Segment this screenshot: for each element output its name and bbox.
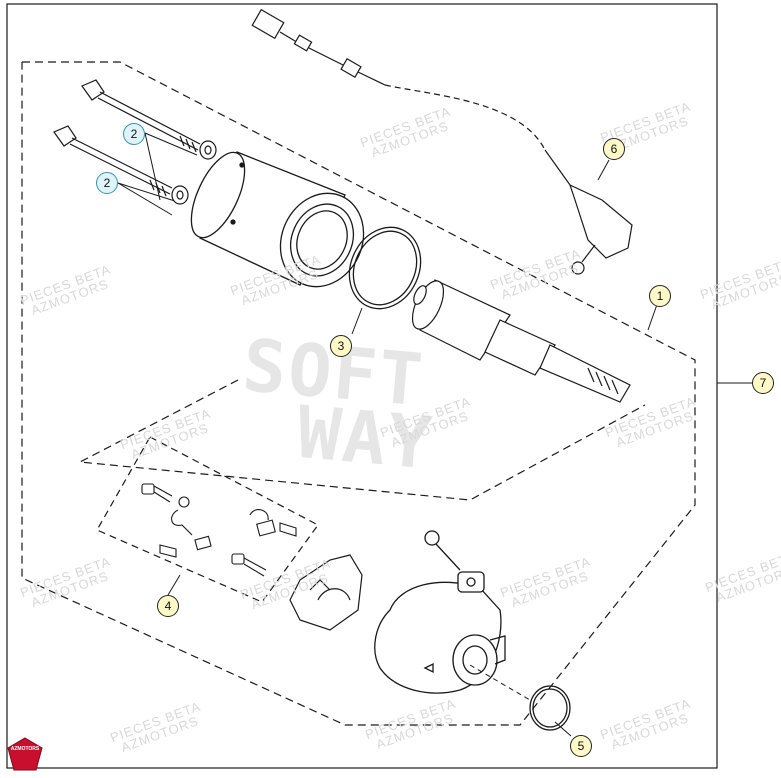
callout-1[interactable]: 1	[649, 285, 671, 307]
callout-4[interactable]: 4	[157, 595, 179, 617]
o-ring-large	[348, 226, 422, 310]
brush-kit-boundary	[96, 436, 319, 603]
callout-6[interactable]: 6	[603, 138, 625, 160]
leader-lines	[117, 132, 752, 737]
callout-3[interactable]: 3	[330, 335, 352, 357]
assembly-boundary	[21, 61, 696, 726]
brush-holder	[289, 554, 363, 631]
callout-2-upper[interactable]: 2	[123, 123, 145, 145]
callout-7[interactable]: 7	[752, 372, 774, 394]
wire-lead	[251, 8, 633, 275]
long-bolts	[53, 79, 217, 205]
armature	[411, 279, 631, 403]
azmotors-logo	[7, 737, 43, 771]
o-ring-small	[529, 685, 571, 731]
diagram-frame	[6, 3, 718, 769]
logo-text: AZMOTORS	[10, 746, 40, 752]
brush-kit-parts	[141, 483, 297, 577]
callout-2-lower[interactable]: 2	[96, 172, 118, 194]
end-cover	[374, 530, 506, 694]
motor-housing	[190, 151, 365, 288]
callout-5[interactable]: 5	[570, 735, 592, 757]
center-axis-line	[469, 664, 531, 701]
armature-boundary	[77, 379, 646, 501]
